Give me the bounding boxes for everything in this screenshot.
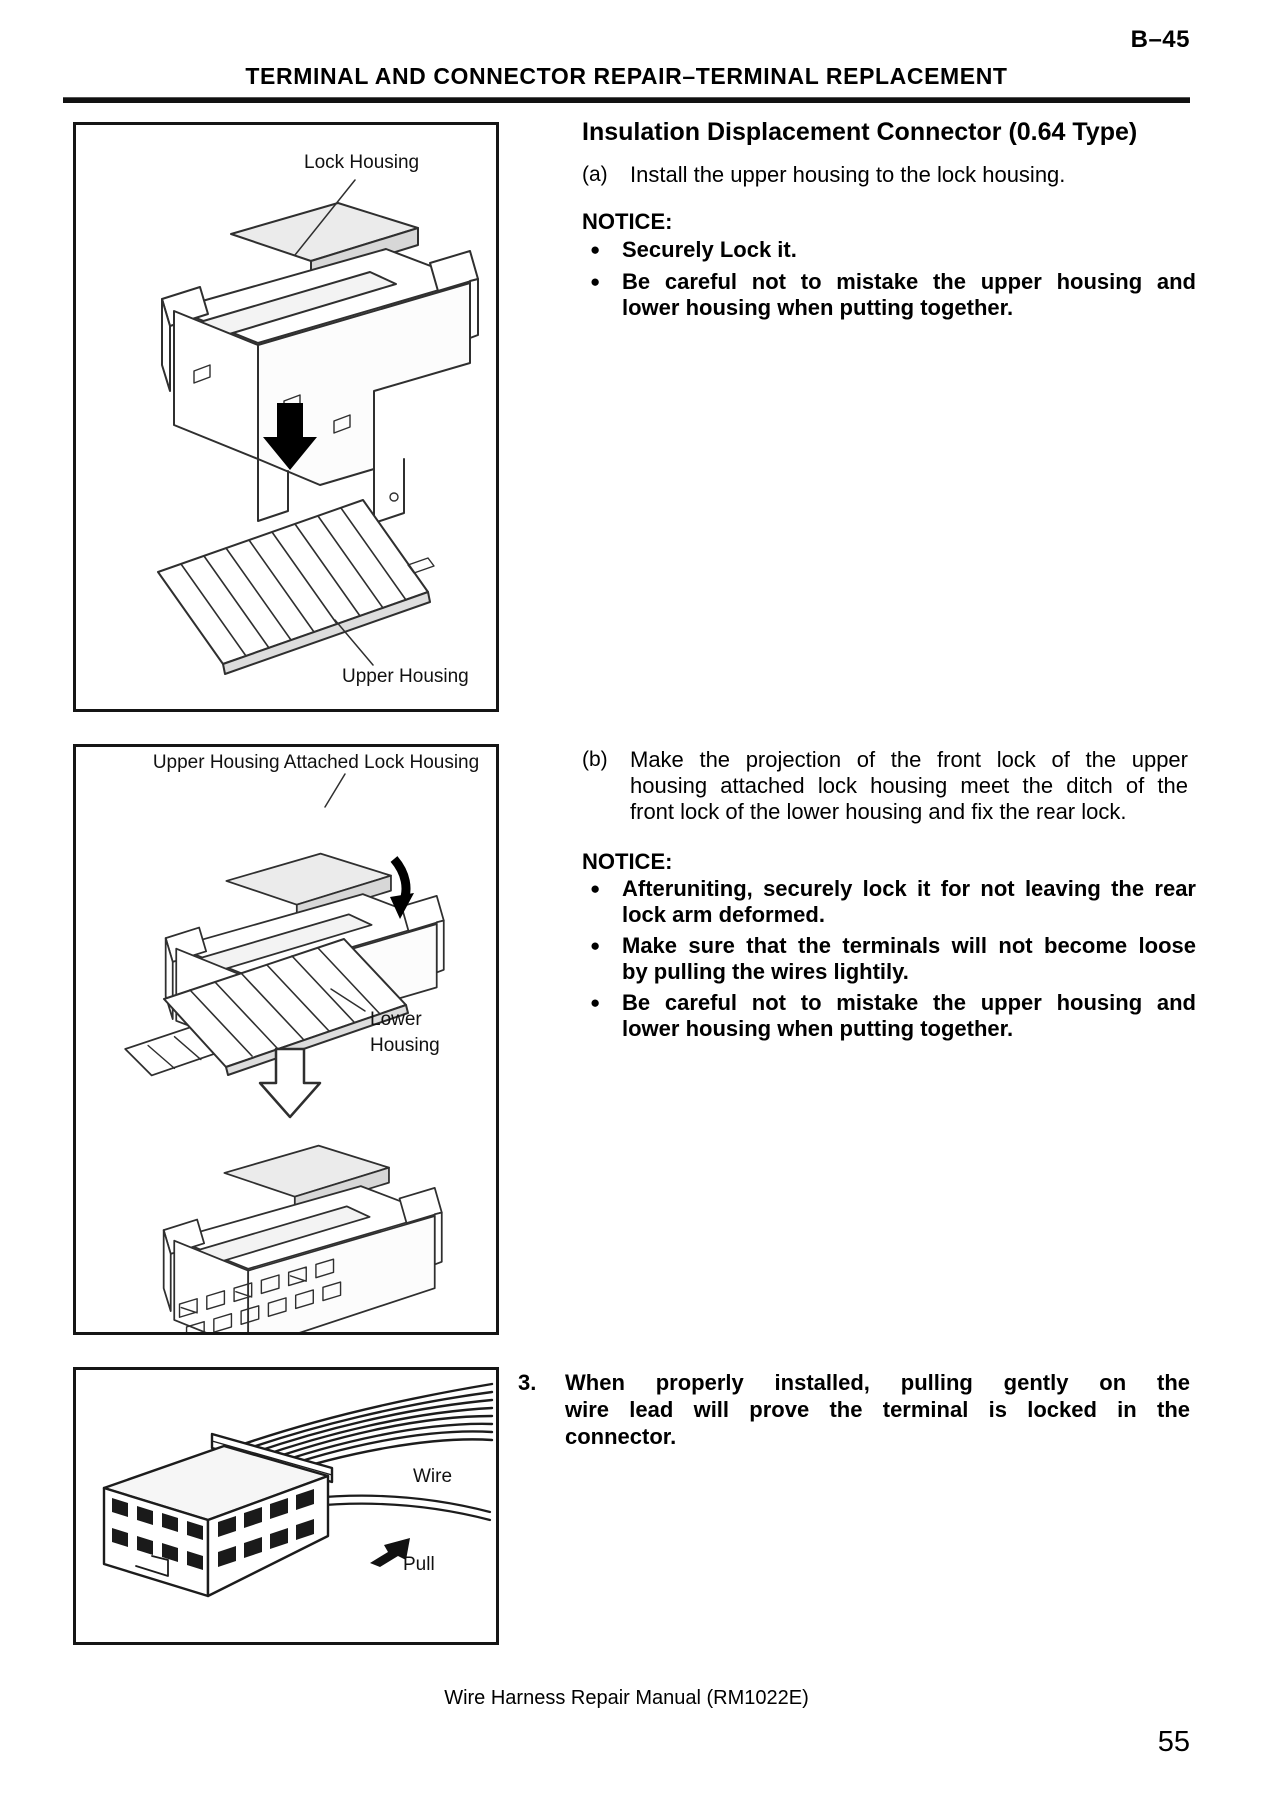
label-upper-housing: Upper Housing [342,666,469,687]
label-lock-housing: Lock Housing [304,152,420,173]
pull-arrow-icon [370,1538,410,1567]
bullet-icon: ● [590,879,601,898]
page-title: TERMINAL AND CONNECTOR REPAIR–TERMINAL R… [245,63,1008,89]
step-b-line1: Make the projection of the front lock of… [630,747,1188,772]
notice2-bullet2-line2: by pulling the wires lightily. [622,959,909,984]
label-upper-housing-attached: Upper Housing Attached Lock Housing [152,752,480,773]
notice2-bullet3-line1: Be careful not to mistake the upper hous… [622,990,1196,1015]
housing-assembly-diagram [124,773,445,1332]
step-3-line1: When properly installed, pulling gently … [565,1370,1190,1395]
label-lower-housing-line2: Housing [370,1035,440,1056]
figure-lock-and-upper-housing: Lock Housing Upper Housing [73,122,499,712]
step-b: (b) Make the projection of the front loc… [582,747,1188,825]
wire-pull-diagram [102,1382,494,1598]
label-pull: Pull [403,1554,435,1575]
notice1-bullet2-line2: lower housing when putting together. [622,295,1014,320]
notice2-bullet2: ● Make sure that the terminals will not … [590,933,1196,985]
section-heading: Insulation Displacement Connector (0.64 … [582,118,1138,146]
notice1-label: NOTICE: [582,209,673,234]
page-number: 55 [1157,1726,1190,1758]
step-b-label: (b) [582,748,608,771]
bullet-icon: ● [590,240,601,259]
figure-attach-lower-housing: Upper Housing Attached Lock Housing Lowe… [73,744,499,1335]
lock-housing-diagram [157,179,479,675]
step-3-number: 3. [518,1370,537,1395]
title-rule [63,97,1190,103]
notice2-bullet3: ● Be careful not to mistake the upper ho… [590,990,1196,1042]
bullet-icon: ● [590,936,601,955]
notice2-bullet1-line2: lock arm deformed. [622,902,825,927]
page-code: B–45 [1130,26,1190,53]
bullet-icon: ● [590,993,601,1012]
footer-text: Wire Harness Repair Manual (RM1022E) [444,1687,809,1709]
notice1-bullet2: ● Be careful not to mistake the upper ho… [590,269,1196,321]
notice2-bullet3-line2: lower housing when putting together. [622,1016,1014,1041]
notice2-label: NOTICE: [582,849,673,874]
label-lower-housing-line1: Lower [370,1009,422,1030]
bullet-icon: ● [590,272,601,291]
step-3-line2: wire lead will prove the terminal is loc… [565,1397,1190,1422]
figure-pull-wire-check: Wire Pull [73,1367,499,1645]
step-a: (a) Install the upper housing to the loc… [582,162,1188,188]
step-3-line3: connector. [565,1424,677,1449]
step-3: 3. When properly installed, pulling gent… [518,1369,1190,1450]
down-arrow-icon [263,403,317,470]
notice1-bullet1-line1: Securely Lock it. [622,237,797,262]
step-a-label: (a) [582,163,608,186]
step-b-line3: front lock of the lower housing and fix … [630,799,1127,824]
label-wire: Wire [413,1466,453,1487]
step-b-line2: housing attached lock housing meet the d… [630,773,1188,798]
hollow-down-arrow-icon [258,1047,322,1119]
step-a-text: Install the upper housing to the lock ho… [630,162,1066,187]
notice1-bullet1: ● Securely Lock it. [590,237,1196,263]
notice2-bullet1-line1: Afteruniting, securely lock it for not l… [622,876,1196,901]
notice1-bullet2-line1: Be careful not to mistake the upper hous… [622,269,1196,294]
press-down-arrow-icon [390,856,414,919]
notice2-bullet1: ● Afteruniting, securely lock it for not… [590,876,1196,928]
notice2-bullet2-line1: Make sure that the terminals will not be… [622,933,1196,958]
